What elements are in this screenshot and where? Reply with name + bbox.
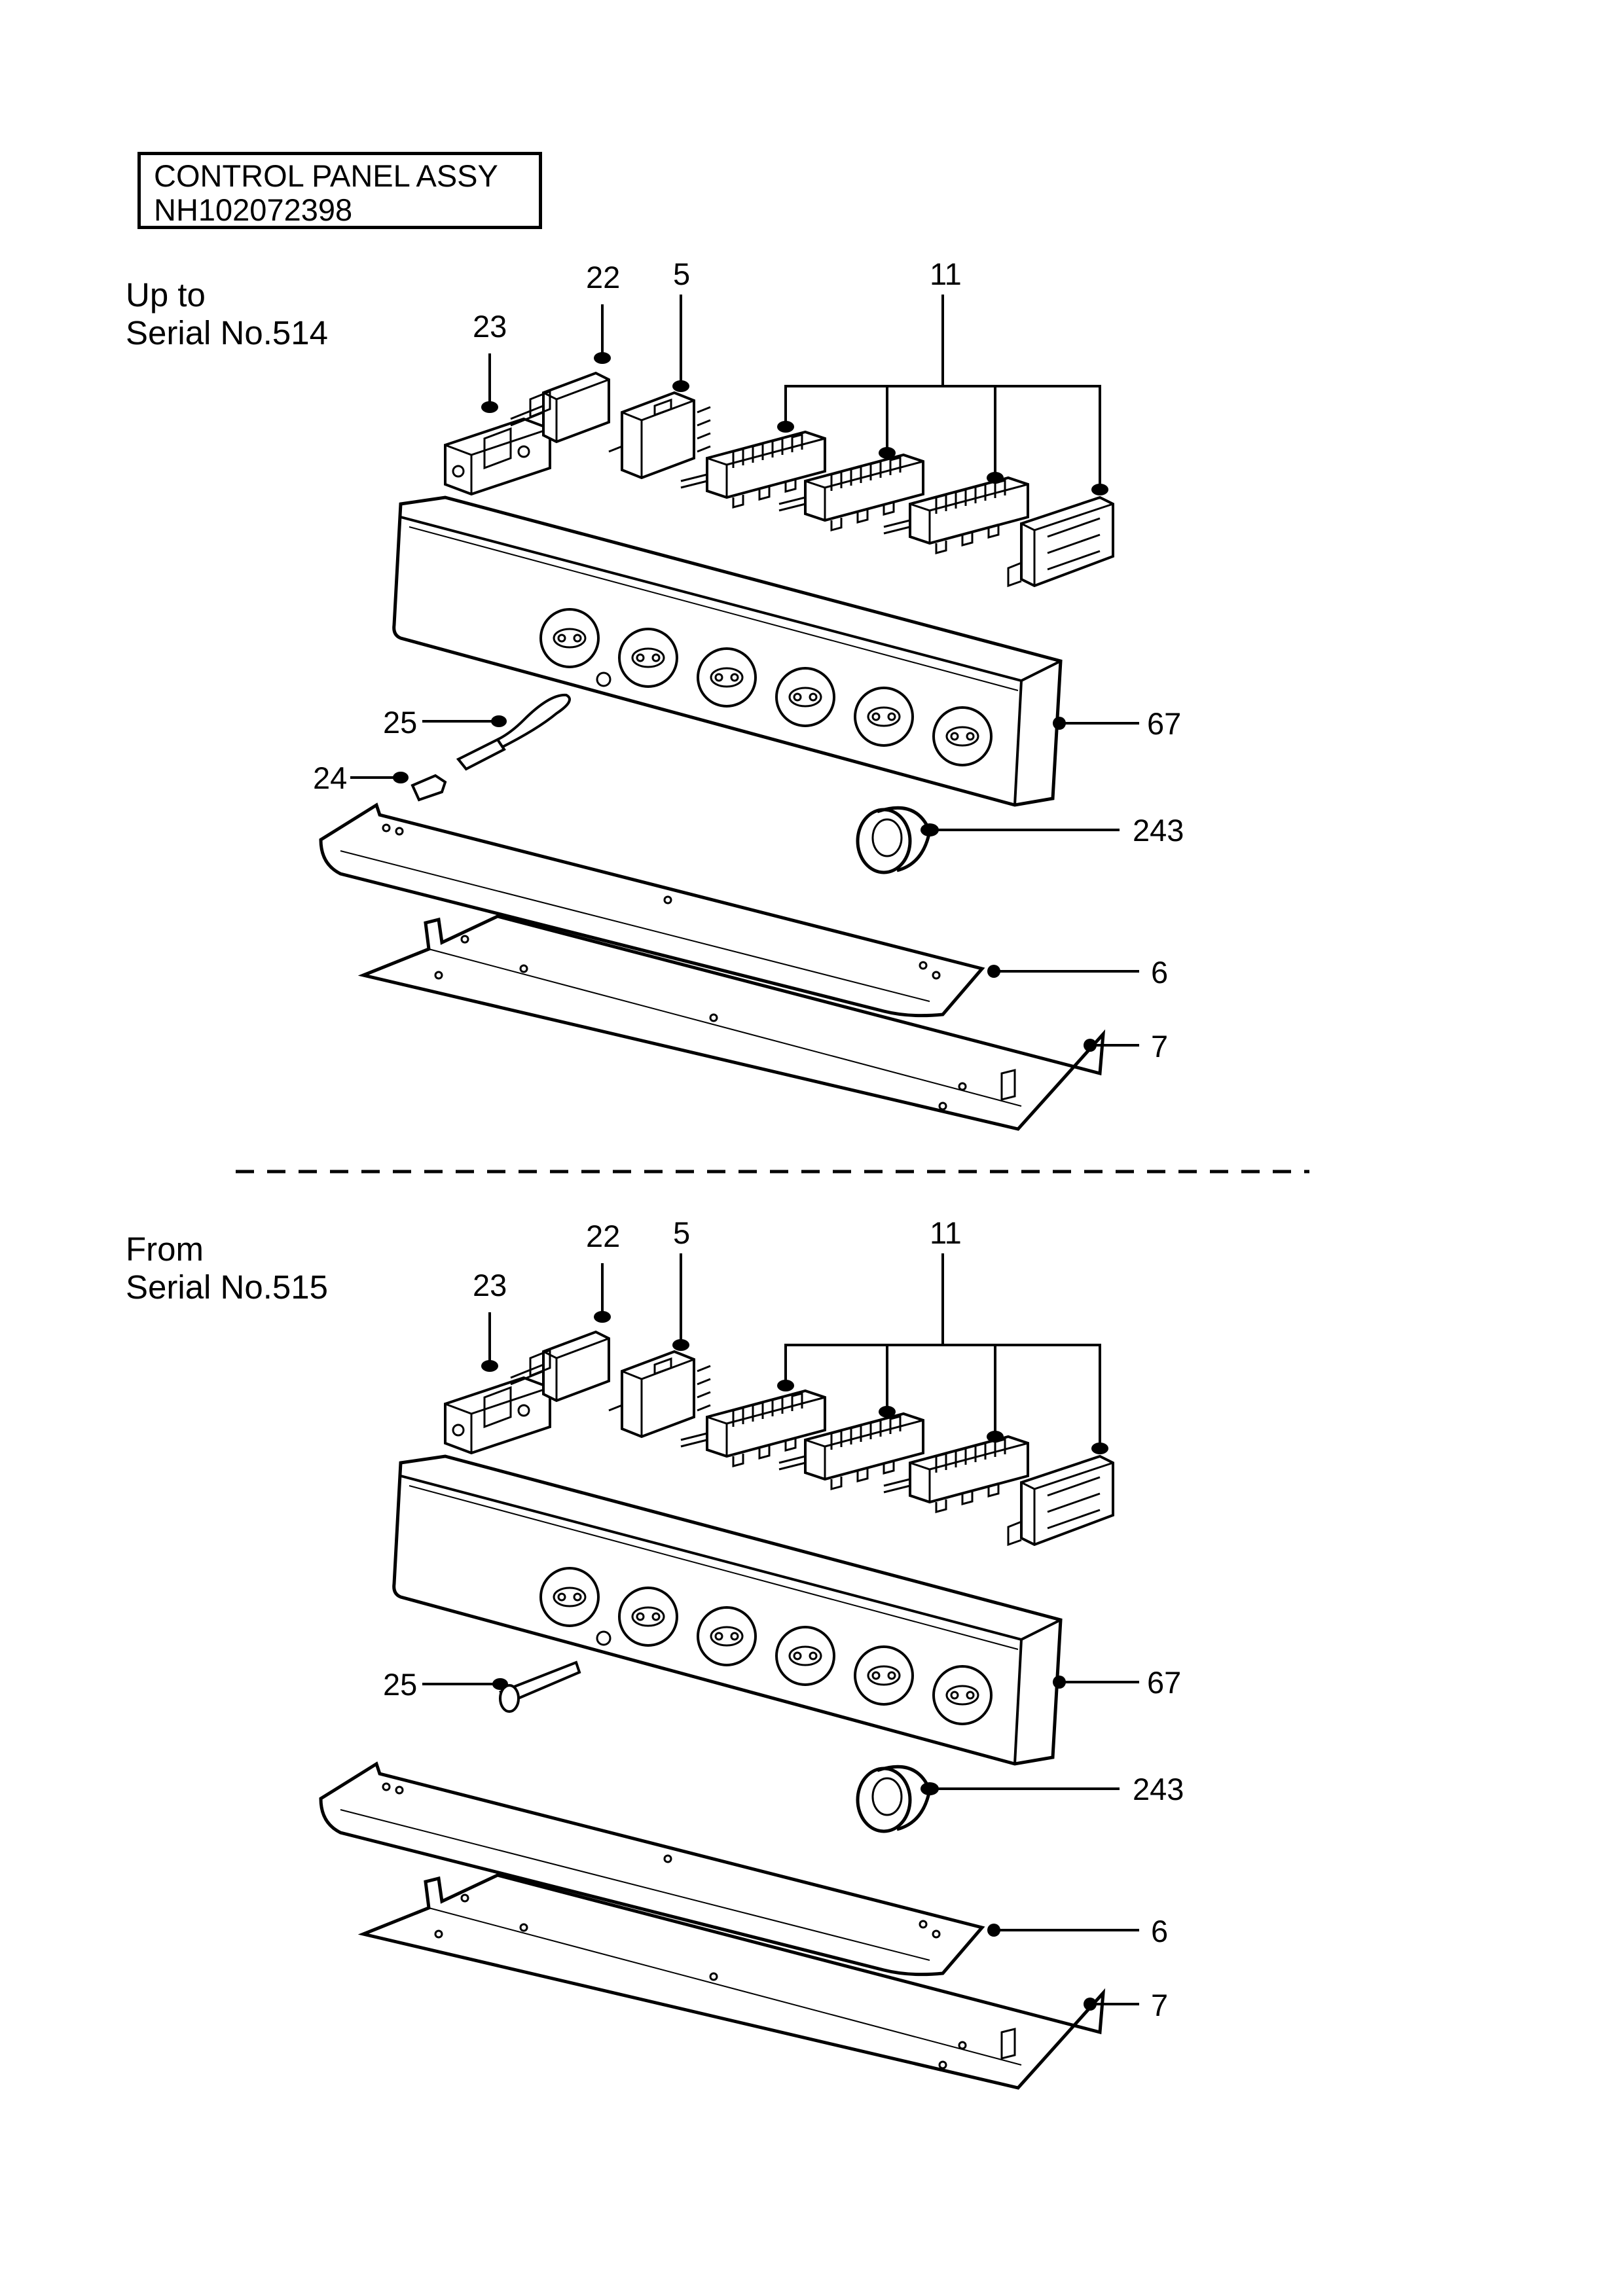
callout-243-s1: 243 [1133,813,1184,848]
callout-11-s1: 11 [930,257,962,291]
callout-5-s2: 5 [673,1215,690,1250]
callout-22-s1: 22 [586,260,620,295]
callout-11-s2: 11 [930,1215,962,1250]
title-line-1: CONTROL PANEL ASSY [154,158,498,193]
callout-6-s1: 6 [1151,955,1168,990]
callout-243-s2: 243 [1133,1772,1184,1806]
callout-24-s1: 24 [313,761,347,795]
title-box: CONTROL PANEL ASSY NH102072398 [137,152,542,229]
callout-25-s2: 25 [383,1667,417,1702]
section-2-label: From Serial No.515 [126,1230,328,1306]
callout-6-s2: 6 [1151,1914,1168,1948]
section-2-label-line-1: From [126,1230,204,1268]
callout-25-s1: 25 [383,705,417,740]
section-2-label-line-2: Serial No.515 [126,1268,329,1306]
callout-7-s2: 7 [1151,1988,1168,2022]
callout-67-s2: 67 [1147,1665,1181,1700]
section-1-label-line-2: Serial No.514 [126,314,329,351]
callout-5-s1: 5 [673,257,690,291]
section-1-diagram [321,295,1139,1129]
section-1-label-line-1: Up to [126,276,206,314]
section-2-diagram [321,1253,1139,2088]
callout-67-s1: 67 [1147,706,1181,741]
section-1-label: Up to Serial No.514 [126,276,328,352]
callout-22-s2: 22 [586,1219,620,1253]
title-line-2: NH102072398 [154,192,353,227]
callout-7-s1: 7 [1151,1029,1168,1064]
callout-23-s1: 23 [473,309,507,344]
callout-23-s2: 23 [473,1268,507,1302]
